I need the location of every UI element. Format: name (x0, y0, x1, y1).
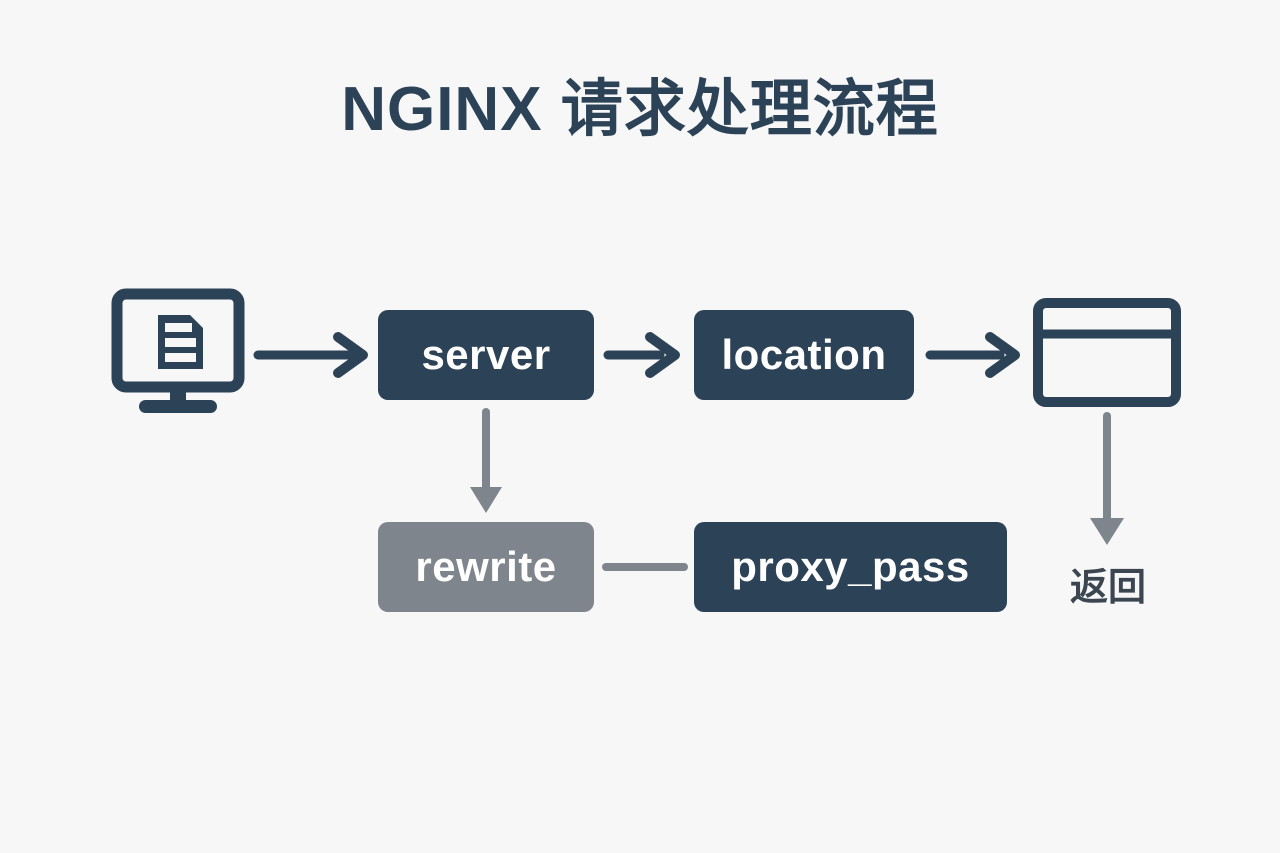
arrowhead-icon (645, 332, 680, 378)
monitor-stand-base (139, 400, 217, 413)
return-label: 返回 (1069, 567, 1146, 609)
arrowhead-icon (985, 332, 1020, 378)
node-location-label: location (721, 331, 887, 378)
connector-server-to-location (603, 332, 680, 378)
page-title: NGINX 请求处理流程 (341, 75, 939, 144)
arrowhead-icon (1090, 518, 1124, 545)
node-server[interactable]: server (378, 310, 594, 400)
document-line-1 (165, 323, 192, 332)
browser-outer-frame (1033, 298, 1181, 407)
node-rewrite-label: rewrite (415, 543, 557, 590)
node-rewrite[interactable]: rewrite (378, 522, 594, 612)
node-server-label: server (421, 331, 551, 378)
connector-browser-to-return (1090, 412, 1124, 545)
arrowhead-icon (470, 487, 502, 513)
node-location[interactable]: location (694, 310, 914, 400)
document-line-3 (165, 353, 196, 362)
document-line-2 (165, 338, 196, 347)
browser-window-icon (1033, 298, 1181, 407)
arrowhead-icon (333, 332, 368, 378)
monitor-document-icon (111, 288, 245, 413)
node-proxy-pass-label: proxy_pass (731, 543, 970, 590)
node-proxy-pass[interactable]: proxy_pass (694, 522, 1007, 612)
connector-location-to-browser (925, 332, 1020, 378)
connector-client-to-server (253, 332, 368, 378)
connector-server-to-rewrite (470, 408, 502, 513)
monitor-stand-neck (170, 387, 186, 404)
